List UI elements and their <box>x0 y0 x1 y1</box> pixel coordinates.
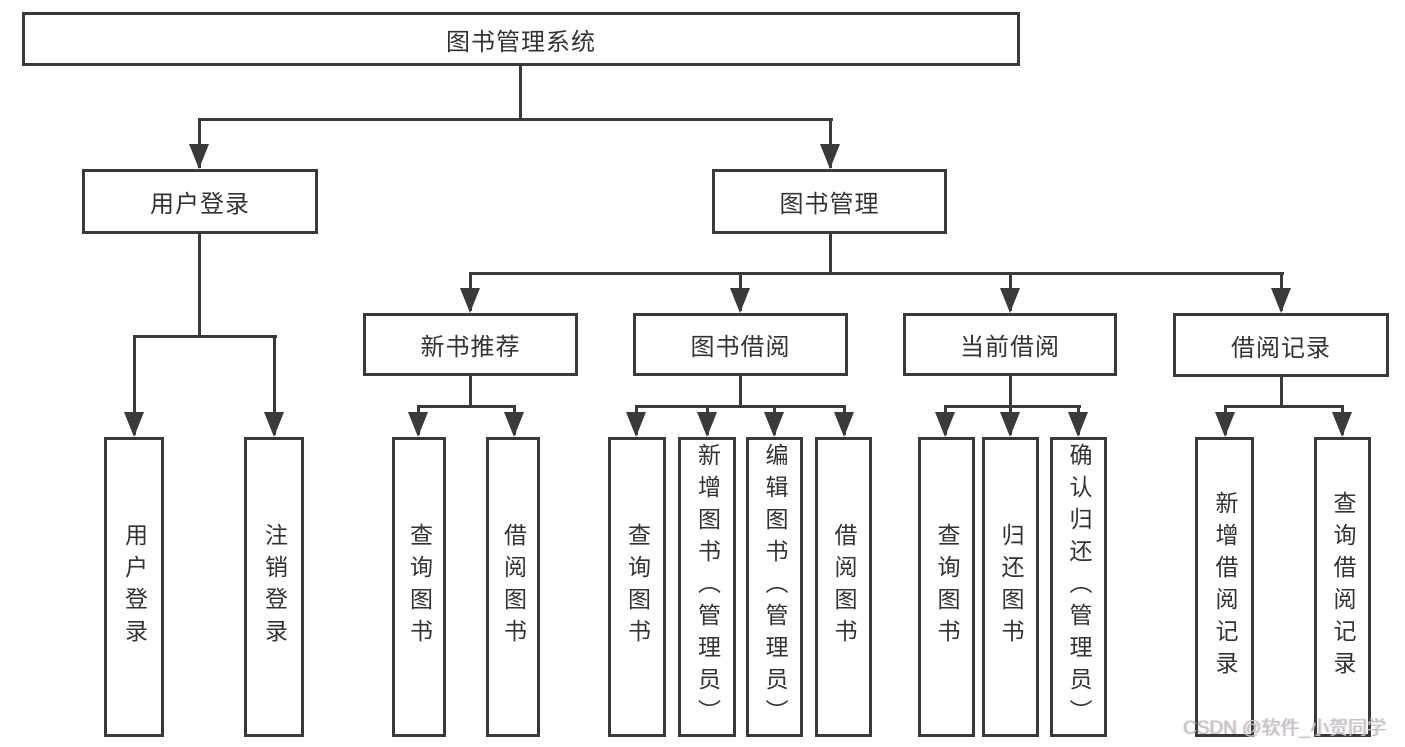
csdn-watermark: CSDN @软件_小贺同学 <box>1183 718 1386 739</box>
node-user-login: 用户登录 <box>82 169 318 234</box>
arrow-down <box>1332 412 1352 437</box>
leaf-borrow-books-recommend: 借阅图书 <box>486 437 540 737</box>
arrow-down <box>1215 412 1235 437</box>
connector-line <box>739 376 742 407</box>
node-current-borrow-label: 当前借阅 <box>960 334 1060 361</box>
leaf-logout: 注销登录 <box>244 437 304 737</box>
node-book-management: 图书管理 <box>712 169 947 234</box>
arrow-down <box>189 144 209 169</box>
leaf-borrow-books-borrow-label: 借阅图书 <box>831 523 857 651</box>
node-book-borrow: 图书借阅 <box>633 313 848 376</box>
leaf-edit-book-admin-label: 编辑图书（管理员） <box>762 443 788 731</box>
connector-line <box>133 335 136 435</box>
arrow-down <box>935 412 955 437</box>
connector-line <box>198 234 201 337</box>
node-new-book-recommend-label: 新书推荐 <box>420 334 521 361</box>
arrow-down <box>730 288 750 313</box>
leaf-return-books: 归还图书 <box>982 437 1039 737</box>
connector-line <box>519 66 522 119</box>
arrow-down <box>408 412 428 437</box>
node-root-label: 图书管理系统 <box>446 28 596 56</box>
leaf-add-book-admin-label: 新增图书（管理员） <box>694 443 721 731</box>
leaf-borrow-books-recommend-label: 借阅图书 <box>500 523 527 651</box>
arrow-down <box>504 412 524 437</box>
connector-line <box>469 272 1284 275</box>
arrow-down <box>1068 412 1088 437</box>
connector-line <box>829 234 832 275</box>
arrow-down <box>697 412 717 437</box>
arrow-down <box>820 144 840 169</box>
leaf-query-books-borrow-label: 查询图书 <box>624 523 651 651</box>
leaf-confirm-return-admin: 确认归还（管理员） <box>1050 437 1107 737</box>
node-book-borrow-label: 图书借阅 <box>690 334 791 361</box>
connector-line <box>198 118 833 121</box>
leaf-query-books-borrow: 查询图书 <box>608 437 666 737</box>
node-book-management-label: 图书管理 <box>779 191 880 218</box>
connector-line <box>1224 405 1344 408</box>
leaf-confirm-return-admin-label: 确认归还（管理员） <box>1066 443 1092 731</box>
connector-line <box>1009 376 1012 407</box>
arrow-down <box>124 412 144 437</box>
leaf-query-books-current-label: 查询图书 <box>934 523 960 651</box>
leaf-user-login: 用户登录 <box>104 437 164 737</box>
arrow-down <box>264 412 284 437</box>
connector-line <box>133 335 277 338</box>
connector-line <box>829 118 832 168</box>
leaf-edit-book-admin: 编辑图书（管理员） <box>746 437 803 737</box>
leaf-return-books-label: 归还图书 <box>998 523 1024 651</box>
connector-line <box>944 405 1081 408</box>
arrow-down <box>764 412 784 437</box>
leaf-query-books-current: 查询图书 <box>918 437 975 737</box>
leaf-query-borrow-record-label: 查询借阅记录 <box>1330 491 1356 683</box>
arrow-down <box>834 412 854 437</box>
node-borrow-records-label: 借阅记录 <box>1231 334 1331 362</box>
leaf-add-borrow-record-label: 新增借阅记录 <box>1212 491 1238 683</box>
node-current-borrow: 当前借阅 <box>903 313 1117 376</box>
leaf-logout-label: 注销登录 <box>261 523 288 651</box>
leaf-user-login-label: 用户登录 <box>121 523 148 651</box>
connector-line <box>198 118 201 168</box>
node-user-login-label: 用户登录 <box>150 191 250 218</box>
leaf-query-borrow-record: 查询借阅记录 <box>1314 437 1371 737</box>
node-root: 图书管理系统 <box>22 12 1020 66</box>
leaf-query-books-recommend-label: 查询图书 <box>406 523 433 651</box>
node-new-book-recommend: 新书推荐 <box>363 313 578 376</box>
arrow-down <box>1000 288 1020 313</box>
connector-line <box>273 335 276 435</box>
leaf-add-borrow-record: 新增借阅记录 <box>1195 437 1254 737</box>
leaf-query-books-recommend: 查询图书 <box>392 437 446 737</box>
leaf-add-book-admin: 新增图书（管理员） <box>678 437 736 737</box>
arrow-down <box>1271 288 1291 313</box>
connector-line <box>1280 377 1283 407</box>
node-borrow-records: 借阅记录 <box>1173 313 1389 377</box>
connector-line <box>635 405 846 408</box>
arrow-down <box>626 412 646 437</box>
connector-line <box>417 405 516 408</box>
connector-line <box>469 376 472 407</box>
arrow-down <box>1000 412 1020 437</box>
leaf-borrow-books-borrow: 借阅图书 <box>815 437 872 737</box>
arrow-down <box>460 288 480 313</box>
